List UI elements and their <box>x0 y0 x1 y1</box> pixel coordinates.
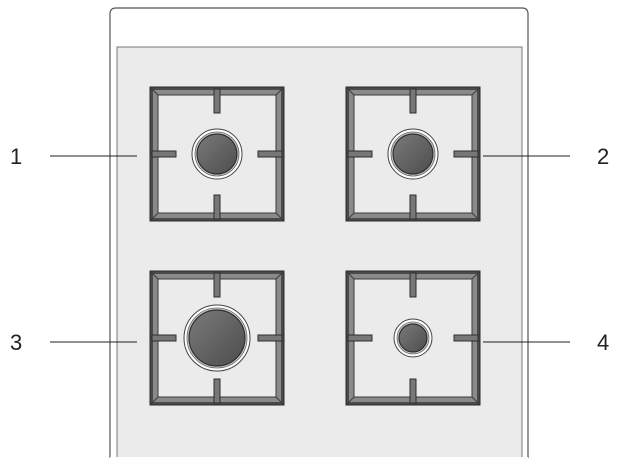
grate-prong <box>347 150 373 158</box>
grate-corner <box>471 270 481 280</box>
callout-number-3: 3 <box>10 330 22 355</box>
burner-front-left <box>149 270 285 406</box>
callout-number-1: 1 <box>10 144 22 169</box>
burner-front-right <box>345 270 481 406</box>
grate-prong <box>213 88 221 114</box>
grate-prong <box>213 194 221 220</box>
callout-number-4: 4 <box>597 330 609 355</box>
burner-rear-right <box>345 86 481 222</box>
grate-corner <box>345 396 355 406</box>
grate-corner <box>471 396 481 406</box>
grate-prong <box>257 334 283 342</box>
grate-corner <box>471 86 481 96</box>
grate-corner <box>345 270 355 280</box>
burner-cap <box>392 133 434 175</box>
grate-prong <box>151 150 177 158</box>
grate-prong <box>409 272 417 298</box>
grate-corner <box>149 396 159 406</box>
grate-corner <box>275 270 285 280</box>
grate-prong <box>453 334 479 342</box>
grate-prong <box>409 88 417 114</box>
grate-prong <box>453 150 479 158</box>
burner-rear-left <box>149 86 285 222</box>
grate-corner <box>471 212 481 222</box>
grate-prong <box>347 334 373 342</box>
grate-prong <box>151 334 177 342</box>
grate-prong <box>409 194 417 220</box>
grate-corner <box>275 86 285 96</box>
burner-cap <box>188 309 246 367</box>
grate-corner <box>275 396 285 406</box>
grate-prong <box>409 378 417 404</box>
grate-corner <box>149 270 159 280</box>
grate-corner <box>149 86 159 96</box>
grate-corner <box>345 86 355 96</box>
callout-number-2: 2 <box>597 144 609 169</box>
grate-corner <box>149 212 159 222</box>
grate-prong <box>213 272 221 298</box>
burner-cap <box>398 323 428 353</box>
grate-prong <box>257 150 283 158</box>
burner-cap <box>196 133 238 175</box>
grate-corner <box>345 212 355 222</box>
grate-corner <box>275 212 285 222</box>
grate-prong <box>213 378 221 404</box>
